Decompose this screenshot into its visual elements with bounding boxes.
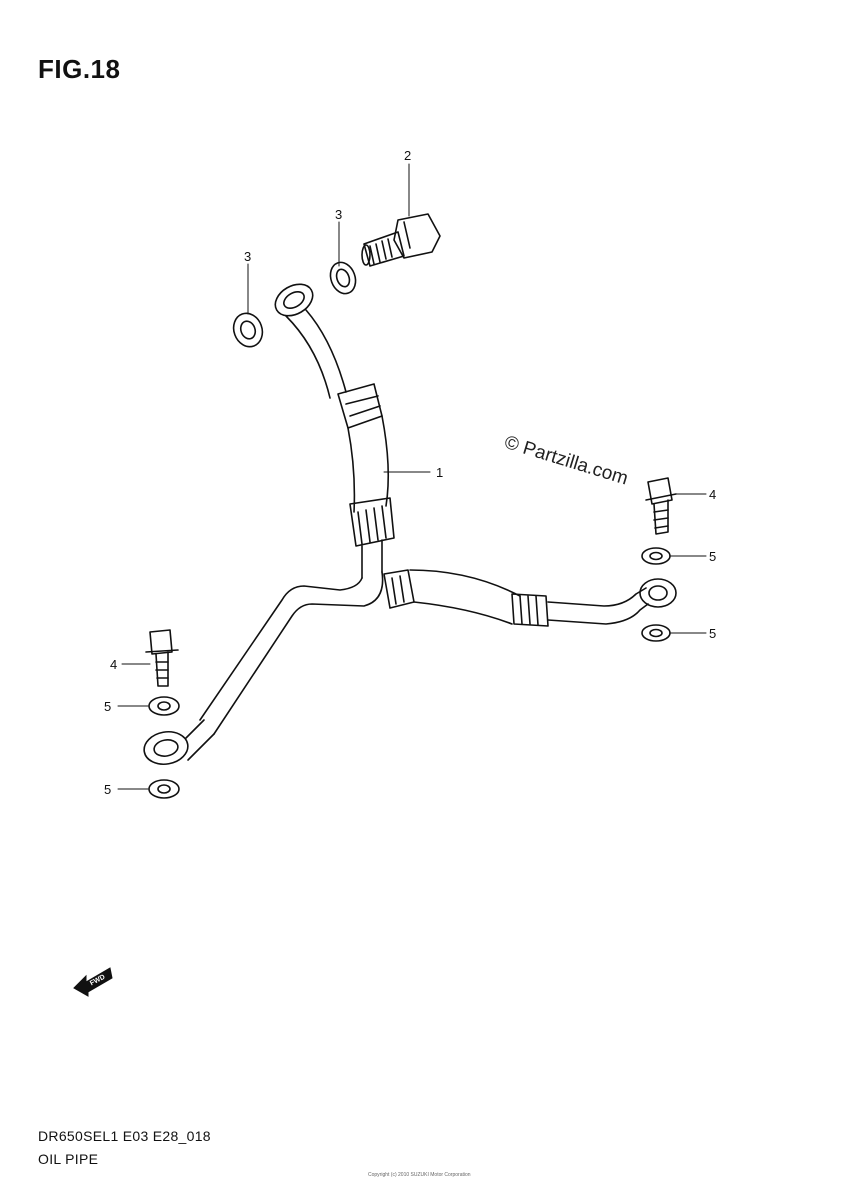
callout-part-4-right: 4 [709,487,716,502]
bolt-part-4-right [645,477,677,535]
callout-part-5-right-upper: 5 [709,549,716,564]
forward-arrow-icon: FWD [73,967,113,997]
washer-part-3-lower [232,312,264,348]
diagram-name: OIL PIPE [38,1151,99,1167]
bolt-part-4-left [145,629,179,687]
diagram-code: DR650SEL1 E03 E28_018 [38,1128,211,1144]
gasket-part-5-left-upper [148,696,180,716]
oil-pipe-part-1 [143,283,677,766]
copyright-note: Copyright (c) 2010 SUZUKI Motor Corporat… [368,1172,471,1178]
callout-part-1: 1 [436,465,443,480]
washer-part-3-upper [329,261,357,295]
union-bolt-part-2 [361,213,441,267]
callout-part-5-left-upper: 5 [104,699,111,714]
gasket-part-5-right-upper [641,547,671,565]
callout-part-5-right-lower: 5 [709,626,716,641]
callout-part-2: 2 [404,148,411,163]
figure-title: FIG.18 [38,54,121,84]
callout-part-4-left: 4 [110,657,117,672]
callout-part-3-upper: 3 [335,207,342,222]
callout-part-5-left-lower: 5 [104,782,111,797]
leader-lines [117,163,707,790]
gasket-part-5-left-lower [148,779,180,799]
callout-part-3-lower: 3 [244,249,251,264]
gasket-part-5-right-lower [641,624,671,642]
